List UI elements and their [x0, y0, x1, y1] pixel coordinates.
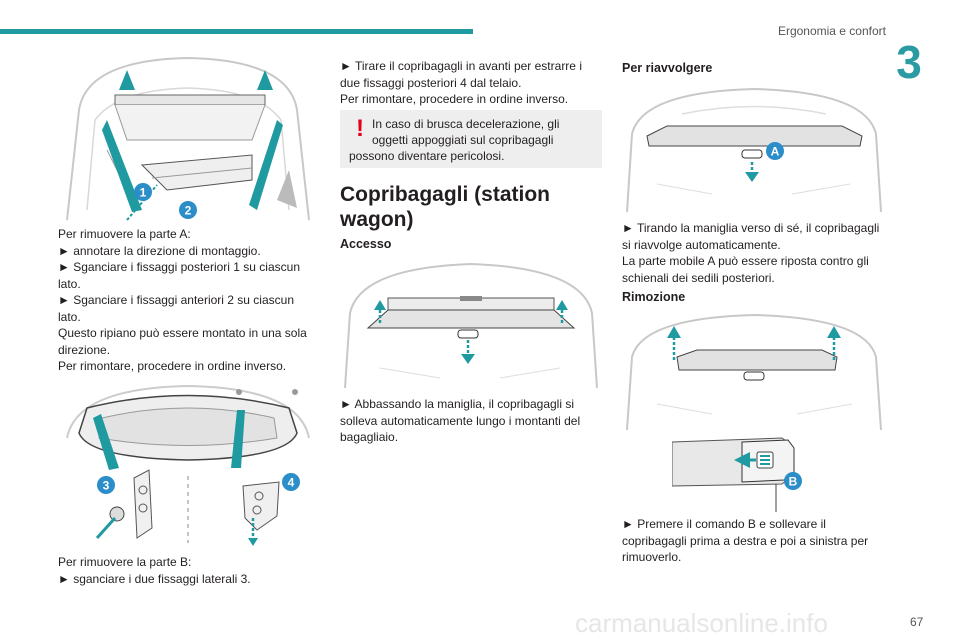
chapter-number: 3 [896, 36, 922, 88]
callout-b-label: B [789, 475, 798, 489]
section-title: Ergonomia e confort [777, 24, 886, 38]
line: copribagagli prima a destra e poi a sini… [622, 533, 869, 548]
subheading-access: Accesso [340, 237, 392, 251]
column-3-instructions-b: ► Premere il comando B e sollevare il co… [622, 516, 890, 566]
line: oggetti appoggiati sul copribagagli [372, 133, 554, 147]
line: Per rimontare, procedere in ordine inver… [340, 92, 569, 106]
column-1-instructions-b: Per rimuovere la parte B: ► sganciare i … [58, 554, 323, 587]
line: bagagliaio. [340, 430, 399, 444]
column-2-instructions-a: ► Tirare il copribagagli in avanti per e… [340, 58, 605, 108]
figure-parcel-shelf-rear-fixings: 1 2 [57, 50, 319, 225]
watermark: carmanualsonline.info [575, 608, 828, 638]
callout-1-label: 1 [140, 186, 147, 200]
subheading-removal: Rimozione [622, 290, 686, 304]
header-accent-bar [0, 29, 473, 34]
line: ► annotare la direzione di montaggio. [58, 243, 261, 258]
column-1-instructions-a: Per rimuovere la parte A: ► annotare la … [58, 226, 323, 375]
figure-parcel-shelf-side-fixings: 3 4 [57, 378, 319, 548]
line: Questo ripiano può essere montato in una… [58, 326, 307, 340]
line: ► Sganciare i fissaggi posteriori 1 su c… [58, 260, 300, 274]
line: La parte mobile A può essere riposta con… [622, 254, 869, 268]
callout-2-badge [179, 201, 197, 219]
figure-release-button-detail: B [672, 436, 802, 512]
line: Per rimuovere la parte B: [58, 555, 192, 569]
callout-1-badge [134, 183, 152, 201]
line: Per rimuovere la parte A: [58, 227, 191, 241]
callout-4-label: 4 [288, 476, 295, 490]
column-3-instructions-a: ► Tirando la maniglia verso di sé, il co… [622, 220, 890, 286]
callout-2-label: 2 [185, 204, 192, 218]
warning-text-last: possono diventare pericolosi. [349, 149, 505, 163]
line: In caso di brusca decelerazione, gli [372, 117, 560, 131]
line: solleva automaticamente lungo i montanti… [340, 413, 581, 428]
figure-cover-removal [622, 312, 886, 432]
section-heading: Copribagagli (station wagon) [340, 183, 550, 231]
warning-text: In caso di brusca decelerazione, gli ogg… [372, 116, 594, 148]
line: lato. [58, 276, 81, 291]
subheading-retract: Per riavvolgere [622, 61, 713, 75]
callout-b-badge [784, 472, 802, 490]
line: ► sganciare i due fissaggi laterali 3. [58, 571, 251, 586]
line: ► Sganciare i fissaggi anteriori 2 su ci… [58, 293, 294, 307]
callout-a-label: A [771, 145, 780, 159]
line: due fissaggi posteriori 4 dal telaio. [340, 75, 522, 90]
figure-cover-retract: A [622, 84, 886, 216]
figure-cover-access [340, 258, 602, 393]
callout-3-label: 3 [103, 479, 110, 493]
line: schienali dei sedili posteriori. [622, 270, 775, 285]
callout-4-badge [282, 473, 300, 491]
line: ► Premere il comando B e sollevare il [622, 517, 826, 531]
line: direzione. [58, 342, 111, 357]
column-2-instructions-b: ► Abbassando la maniglia, il copribagagl… [340, 396, 605, 446]
line: si riavvolge automaticamente. [622, 237, 781, 252]
callout-3-badge [97, 476, 115, 494]
line: lato. [58, 309, 81, 324]
line: ► Abbassando la maniglia, il copribagagl… [340, 397, 575, 411]
line: ► Tirare il copribagagli in avanti per e… [340, 59, 582, 73]
line: rimuoverlo. [622, 550, 682, 564]
callout-a-badge [766, 142, 784, 160]
warning-icon: ! [356, 115, 364, 142]
line: Per rimontare, procedere in ordine inver… [58, 359, 287, 373]
line: ► Tirando la maniglia verso di sé, il co… [622, 221, 880, 235]
page-number: 67 [910, 615, 924, 629]
warning-box: ! In caso di brusca decelerazione, gli o… [340, 110, 602, 168]
